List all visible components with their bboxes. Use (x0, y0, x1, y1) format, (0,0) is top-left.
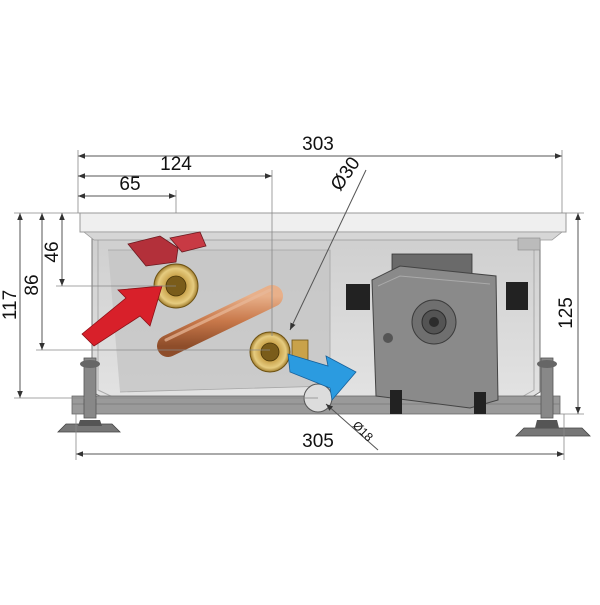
dim-124: 124 (78, 154, 273, 336)
dim-305: 305 (75, 414, 565, 460)
dim-125-label: 125 (556, 297, 577, 329)
left-foot (57, 357, 121, 433)
heat-exchanger-pipe (157, 285, 283, 357)
dim-65-label: 65 (119, 174, 140, 195)
dim-diameter-18-label: Ø18 (350, 418, 376, 444)
dim-305-label: 305 (302, 431, 334, 452)
dim-46: 46 (42, 213, 176, 287)
fan-unit (346, 253, 528, 414)
dim-46-label: 46 (42, 241, 63, 262)
return-arrow-icon (287, 353, 357, 401)
dim-303: 303 (77, 134, 563, 213)
dim-125: 125 (556, 212, 584, 415)
right-foot (515, 357, 591, 437)
dim-117-label: 117 (0, 290, 21, 320)
dim-303-label: 303 (302, 134, 334, 155)
dim-117: 117 (0, 212, 318, 399)
dim-124-label: 124 (160, 154, 192, 175)
dim-86-label: 86 (22, 274, 43, 295)
top-grille (79, 212, 567, 251)
dim-86: 86 (22, 213, 270, 351)
dim-65: 65 (78, 174, 177, 213)
dim-diameter-30-label: Ø30 (327, 153, 365, 194)
supply-arrow-icon (81, 285, 163, 347)
